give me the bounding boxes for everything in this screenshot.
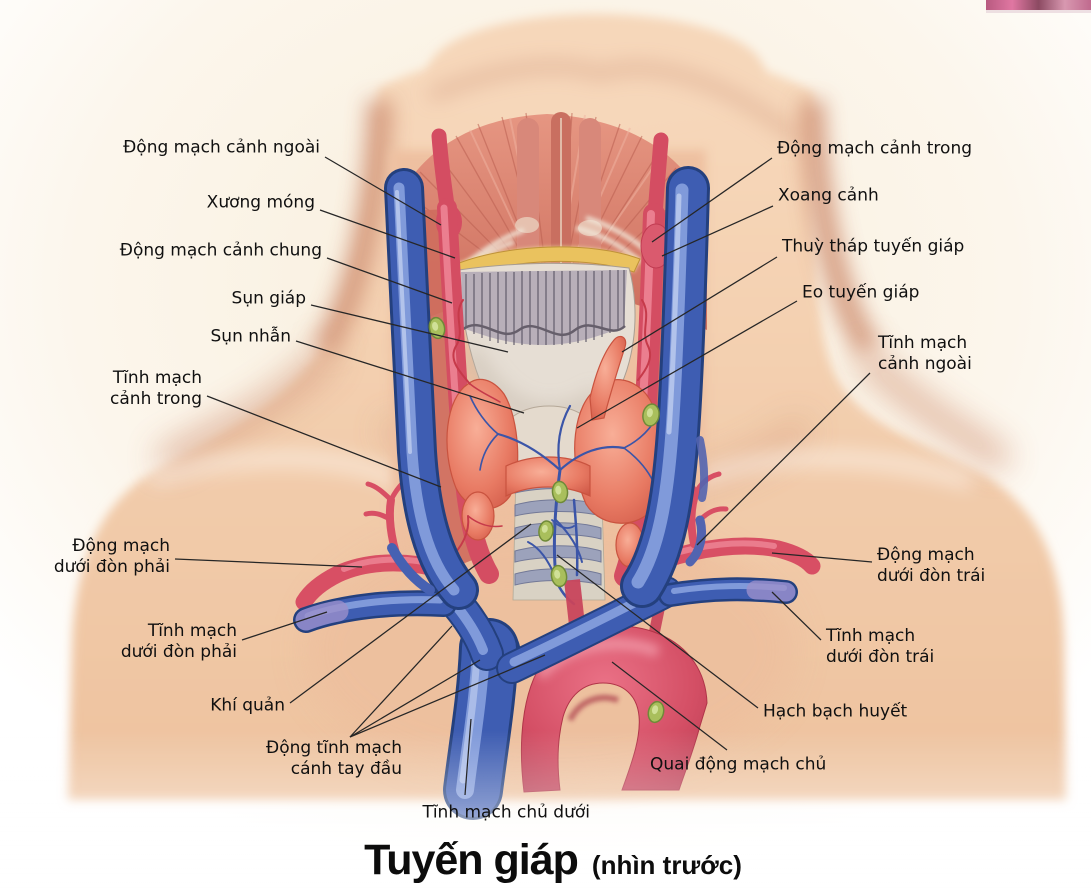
leader-line-khi-quan bbox=[289, 523, 532, 704]
label-khi-quan: Khí quản bbox=[210, 695, 285, 716]
bottom-fade bbox=[0, 730, 1091, 891]
subclavian-vein-left bbox=[658, 577, 798, 607]
label-text-line: Động mạch cảnh trong bbox=[777, 138, 973, 159]
leader-line-dong-tinh-mach-canh-tay-dau bbox=[349, 654, 546, 738]
label-dong-mach-canh-chung: Động mạch cảnh chung bbox=[120, 240, 322, 261]
label-text-line: Sụn nhẫn bbox=[210, 326, 291, 347]
label-text-line: cảnh ngoài bbox=[878, 354, 972, 374]
label-text-line: dưới đòn trái bbox=[826, 647, 935, 667]
leader-line-tinh-mach-duoi-don-phai bbox=[241, 611, 328, 641]
leader-line-tinh-mach-duoi-don-trai bbox=[771, 591, 822, 641]
label-dong-mach-canh-ngoai: Động mạch cảnh ngoài bbox=[123, 137, 320, 158]
label-sun-nhan: Sụn nhẫn bbox=[211, 326, 291, 347]
label-text-line: Động mạch cảnh chung bbox=[119, 240, 322, 261]
label-text-line: Sụn giáp bbox=[231, 288, 306, 309]
label-text-line: cánh tay đầu bbox=[290, 759, 402, 779]
leader-line-quai-dong-mach-chu bbox=[611, 661, 728, 751]
label-text-line: Hạch bạch huyết bbox=[763, 701, 908, 722]
label-text-line: Thuỳ tháp tuyến giáp bbox=[782, 236, 965, 257]
label-xoang-canh: Xoang cảnh bbox=[778, 185, 879, 206]
leader-line-tinh-mach-canh-trong bbox=[206, 395, 442, 488]
external-jugular-vein-left bbox=[387, 543, 435, 595]
leader-line-sun-nhan bbox=[295, 340, 525, 414]
label-quai-dong-mach-chu: Quai động mạch chủ bbox=[650, 754, 826, 775]
label-text-line: dưới đòn phải bbox=[53, 557, 170, 577]
pyramidal-lobe bbox=[589, 335, 627, 421]
leader-line-dong-mach-duoi-don-phai bbox=[174, 558, 363, 568]
strap-muscles bbox=[515, 112, 602, 284]
leader-line-eo-tuyen-giap bbox=[576, 300, 798, 429]
label-text-line: dưới đòn phải bbox=[120, 642, 237, 662]
leader-line-sun-giap bbox=[310, 304, 509, 353]
caption-subtitle: (nhìn trước) bbox=[591, 850, 742, 880]
label-dong-mach-canh-trong: Động mạch cảnh trong bbox=[777, 138, 972, 159]
external-jugular-veins bbox=[387, 436, 709, 595]
label-text-line: Động mạch bbox=[877, 544, 975, 565]
external-jugular-vein-right bbox=[696, 436, 709, 502]
leader-line-dong-tinh-mach-canh-tay-dau bbox=[349, 659, 481, 738]
label-text-line: Tĩnh mạch chủ dưới bbox=[422, 802, 590, 823]
caption-title: Tuyến giáp bbox=[364, 836, 579, 884]
label-text-line: Khí quản bbox=[210, 695, 285, 716]
jaw-shadow bbox=[428, 62, 803, 144]
corner-strip bbox=[986, 0, 1091, 13]
label-sun-giap: Sụn giáp bbox=[232, 288, 306, 309]
internal-jugular-vein-left bbox=[384, 168, 479, 610]
label-text-line: Xoang cảnh bbox=[778, 185, 879, 206]
leader-line-dong-mach-canh-trong bbox=[651, 157, 773, 243]
leader-line-tinh-mach-chu-duoi bbox=[464, 718, 472, 796]
subclavian-vein-right bbox=[293, 590, 457, 633]
figure-caption: Tuyến giáp (nhìn trước) bbox=[364, 836, 742, 885]
leader-line-dong-mach-duoi-don-trai bbox=[771, 552, 873, 563]
leader-line-dong-tinh-mach-canh-tay-dau bbox=[349, 625, 453, 738]
label-text-line: Tĩnh mạch bbox=[147, 620, 237, 641]
label-text-line: Tĩnh mạch bbox=[826, 625, 916, 646]
lymph-nodes bbox=[428, 316, 665, 724]
leader-line-xoang-canh bbox=[661, 205, 774, 257]
label-text-line: Động mạch bbox=[72, 535, 170, 556]
leader-line-thuy-thap-tuyen-giap bbox=[621, 256, 778, 353]
leader-line-dong-mach-canh-chung bbox=[326, 257, 453, 304]
label-text-line: Động mạch cảnh ngoài bbox=[123, 137, 320, 158]
label-text-line: Tĩnh mạch bbox=[878, 332, 968, 353]
label-text-line: Eo tuyến giáp bbox=[802, 282, 920, 303]
label-hach-bach-huyet: Hạch bạch huyết bbox=[763, 701, 907, 722]
label-thuy-thap-tuyen-giap: Thuỳ tháp tuyến giáp bbox=[782, 236, 964, 257]
label-text-line: cảnh trong bbox=[110, 389, 202, 409]
label-text-line: Tĩnh mạch bbox=[112, 367, 202, 388]
leader-line-tinh-mach-canh-ngoai bbox=[696, 372, 871, 546]
internal-jugular-vein-right bbox=[620, 166, 710, 608]
label-eo-tuyen-giap: Eo tuyến giáp bbox=[802, 282, 919, 303]
external-jugular-vein-right-lower bbox=[685, 515, 707, 567]
label-tinh-mach-chu-duoi: Tĩnh mạch chủ dưới bbox=[422, 802, 590, 823]
leader-line-xuong-mong bbox=[319, 209, 456, 259]
label-text-line: Xương móng bbox=[206, 192, 315, 213]
leader-line-hach-bach-huyet bbox=[556, 554, 759, 709]
label-text-line: Động tĩnh mạch bbox=[266, 737, 402, 758]
leader-line-dong-mach-canh-ngoai bbox=[324, 156, 442, 226]
label-text-line: Quai động mạch chủ bbox=[650, 754, 827, 775]
label-xuong-mong: Xương móng bbox=[207, 192, 315, 213]
label-text-line: dưới đòn trái bbox=[877, 566, 986, 586]
